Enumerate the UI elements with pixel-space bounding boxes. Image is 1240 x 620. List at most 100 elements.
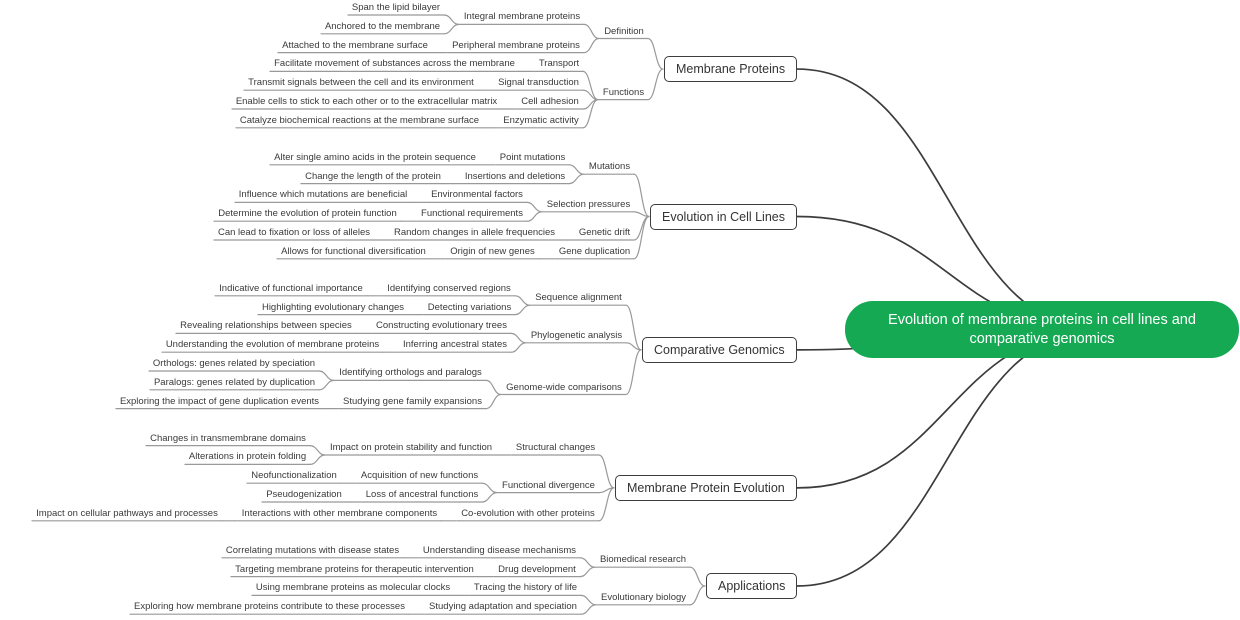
node-label[interactable]: Transmit signals between the cell and it… bbox=[248, 77, 474, 89]
node-label[interactable]: Structural changes bbox=[515, 442, 596, 453]
link-curve bbox=[309, 454, 326, 465]
node-label[interactable]: Indicative of functional importance bbox=[219, 282, 363, 294]
node-label[interactable]: Inferring ancestral states bbox=[402, 339, 508, 351]
node-label[interactable]: Genetic drift bbox=[578, 227, 631, 238]
node-label[interactable]: Attached to the membrane surface bbox=[282, 39, 428, 51]
node-label[interactable]: Highlighting evolutionary changes bbox=[261, 301, 405, 313]
node-label[interactable]: Changes in transmembrane domains bbox=[150, 432, 306, 444]
node-label[interactable]: Integral membrane proteins bbox=[463, 11, 581, 23]
node-label[interactable]: Identifying orthologs and paralogs bbox=[339, 367, 482, 379]
branch-node[interactable]: Evolution in Cell Lines bbox=[650, 203, 797, 230]
node-label[interactable]: Identifying conserved regions bbox=[387, 282, 511, 294]
node-label[interactable]: Drug development bbox=[498, 563, 576, 575]
node-label[interactable]: Loss of ancestral functions bbox=[365, 489, 479, 500]
node-label[interactable]: Selection pressures bbox=[546, 198, 631, 210]
root-node[interactable]: Evolution of membrane proteins in cell l… bbox=[845, 301, 1239, 358]
node-label[interactable]: Impact on protein stability and function bbox=[329, 442, 493, 453]
node-label[interactable]: Span the lipid bilayer bbox=[351, 2, 441, 13]
node-label[interactable]: Sequence alignment bbox=[535, 292, 622, 304]
node-label[interactable]: Neofunctionalization bbox=[251, 470, 337, 482]
node-label[interactable]: Biomedical research bbox=[599, 554, 687, 566]
link-curve bbox=[625, 349, 642, 396]
node-label[interactable]: Exploring the impact of gene duplication… bbox=[119, 395, 320, 407]
link-curve bbox=[481, 482, 498, 494]
node-label[interactable]: Targeting membrane proteins for therapeu… bbox=[235, 563, 474, 575]
node-label[interactable]: Functions bbox=[602, 86, 645, 98]
node-label[interactable]: Understanding disease mechanisms bbox=[422, 544, 577, 556]
node-label[interactable]: Alter single amino acids in the protein … bbox=[274, 151, 476, 163]
node-label[interactable]: Insertions and deletions bbox=[464, 170, 566, 182]
node-label[interactable]: Peripheral membrane proteins bbox=[452, 39, 580, 51]
node-label[interactable]: Revealing relationships between species bbox=[180, 320, 352, 332]
link-curve bbox=[633, 173, 650, 218]
link-curve bbox=[526, 201, 543, 213]
node-label[interactable]: Impact on cellular pathways and processe… bbox=[36, 507, 218, 519]
node-label[interactable]: Pseudogenization bbox=[266, 489, 342, 500]
link-curve bbox=[633, 215, 650, 260]
node-label[interactable]: Influence which mutations are beneficial bbox=[238, 189, 408, 201]
node-label[interactable]: Origin of new genes bbox=[450, 245, 535, 257]
branch-node[interactable]: Membrane Protein Evolution bbox=[615, 474, 797, 501]
root-link-curve bbox=[796, 68, 1101, 331]
node-label[interactable]: Random changes in allele frequencies bbox=[393, 227, 556, 238]
link-curve bbox=[582, 99, 599, 129]
node-label[interactable]: Understanding the evolution of membrane … bbox=[165, 339, 380, 351]
node-label[interactable]: Point mutations bbox=[499, 151, 566, 163]
node-label[interactable]: Enzymatic activity bbox=[503, 114, 579, 126]
node-label[interactable]: Mutations bbox=[588, 161, 631, 173]
node-label[interactable]: Interactions with other membrane compone… bbox=[241, 507, 438, 519]
node-label[interactable]: Exploring how membrane proteins contribu… bbox=[134, 601, 405, 613]
node-label[interactable]: Determine the evolution of protein funct… bbox=[218, 208, 397, 220]
link-curve bbox=[580, 594, 597, 606]
link-curve bbox=[625, 342, 642, 351]
node-label[interactable]: Allows for functional diversification bbox=[281, 245, 426, 257]
link-curve bbox=[647, 68, 664, 101]
node-label[interactable]: Facilitate movement of substances across… bbox=[274, 58, 515, 70]
node-label[interactable]: Cell adhesion bbox=[521, 96, 579, 107]
node-label[interactable]: Environmental factors bbox=[431, 189, 523, 201]
node-label[interactable]: Anchored to the membrane bbox=[324, 20, 441, 32]
node-label[interactable]: Definition bbox=[604, 25, 644, 37]
root-link-curve bbox=[796, 328, 1101, 587]
node-label[interactable]: Using membrane proteins as molecular clo… bbox=[255, 582, 451, 594]
node-label[interactable]: Constructing evolutionary trees bbox=[376, 320, 507, 332]
link-curve bbox=[514, 304, 531, 316]
node-label[interactable]: Acquisition of new functions bbox=[360, 470, 479, 482]
node-label[interactable]: Enable cells to stick to each other or t… bbox=[235, 96, 498, 107]
link-curve bbox=[318, 370, 335, 381]
link-curve bbox=[443, 23, 460, 35]
node-label[interactable]: Alterations in protein folding bbox=[188, 451, 307, 463]
link-curve bbox=[580, 604, 597, 615]
branch-node[interactable]: Applications bbox=[706, 573, 798, 599]
node-label[interactable]: Change the length of the protein bbox=[305, 170, 441, 182]
link-curve bbox=[318, 379, 335, 391]
node-label[interactable]: Functional requirements bbox=[421, 208, 523, 220]
node-label[interactable]: Transport bbox=[538, 58, 580, 70]
node-label[interactable]: Orthologs: genes related by speciation bbox=[152, 358, 316, 369]
link-curve bbox=[579, 557, 596, 568]
link-curve bbox=[485, 379, 502, 396]
link-curve bbox=[598, 454, 615, 489]
node-label[interactable]: Evolutionary biology bbox=[600, 591, 687, 603]
node-label[interactable]: Gene duplication bbox=[558, 245, 631, 257]
branch-node[interactable]: Membrane Proteins bbox=[664, 56, 798, 83]
link-curve bbox=[647, 37, 664, 70]
node-label[interactable]: Correlating mutations with disease state… bbox=[225, 544, 400, 556]
node-label[interactable]: Phylogenetic analysis bbox=[530, 329, 623, 341]
node-label[interactable]: Tracing the history of life bbox=[473, 582, 578, 594]
node-label[interactable]: Paralogs: genes related by duplication bbox=[153, 376, 316, 388]
branch-node[interactable]: Comparative Genomics bbox=[642, 336, 797, 363]
link-curve bbox=[689, 585, 706, 606]
link-curve bbox=[309, 445, 326, 456]
node-label[interactable]: Signal transduction bbox=[498, 77, 579, 89]
node-label[interactable]: Studying adaptation and speciation bbox=[429, 601, 577, 613]
node-label[interactable]: Can lead to fixation or loss of alleles bbox=[217, 227, 371, 238]
node-label[interactable]: Genome-wide comparisons bbox=[506, 381, 622, 393]
node-label[interactable]: Detecting variations bbox=[427, 301, 512, 313]
node-label[interactable]: Co-evolution with other proteins bbox=[461, 507, 595, 519]
node-label[interactable]: Catalyze biochemical reactions at the me… bbox=[239, 114, 480, 126]
node-label[interactable]: Functional divergence bbox=[502, 479, 595, 491]
link-curve bbox=[579, 566, 596, 578]
node-label[interactable]: Studying gene family expansions bbox=[343, 395, 482, 407]
